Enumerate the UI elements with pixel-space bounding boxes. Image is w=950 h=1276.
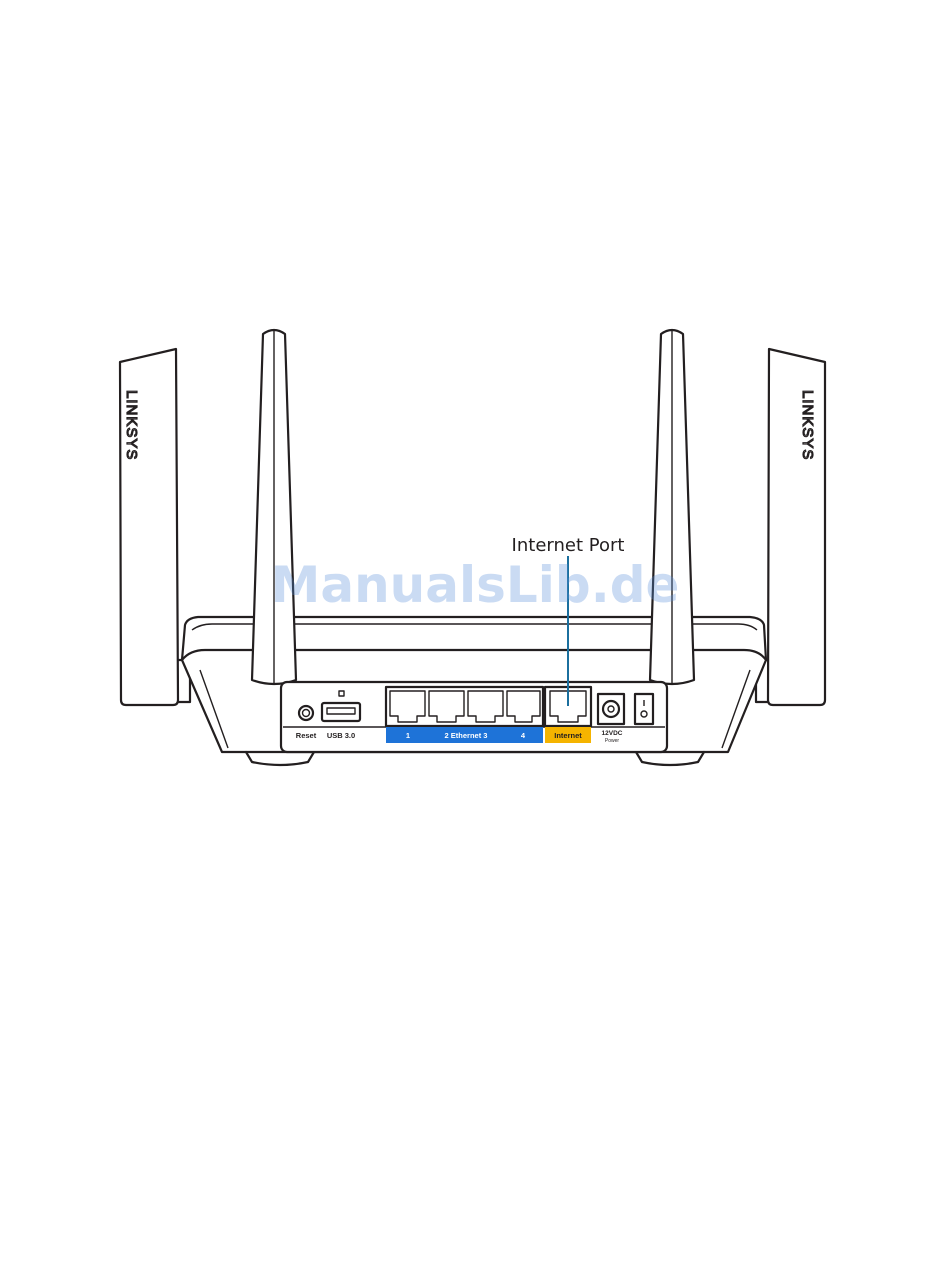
callout-label: Internet Port [512,535,625,556]
ethernet-mid-label: 2 Ethernet 3 [445,731,488,740]
left-antenna-brand: LINKSYS [123,390,140,460]
watermark: ManualsLib.de [271,556,680,614]
left-inner-antenna [252,330,296,684]
ethernet-1-label: 1 [406,731,410,740]
right-antenna-brand: LINKSYS [799,390,816,460]
port-panel: Reset USB 3.0 1 2 Ethernet 3 4 Internet … [281,682,667,752]
usb-label: USB 3.0 [327,731,355,740]
right-outer-antenna: LINKSYS [768,349,825,705]
left-outer-antenna: LINKSYS [120,349,178,705]
reset-label: Reset [296,731,317,740]
power-sub-label: Power [605,738,620,744]
internet-label: Internet [554,731,582,740]
right-inner-antenna [650,330,694,684]
left-foot [246,752,314,765]
power-label: 12VDC [602,730,623,737]
right-foot [636,752,704,765]
